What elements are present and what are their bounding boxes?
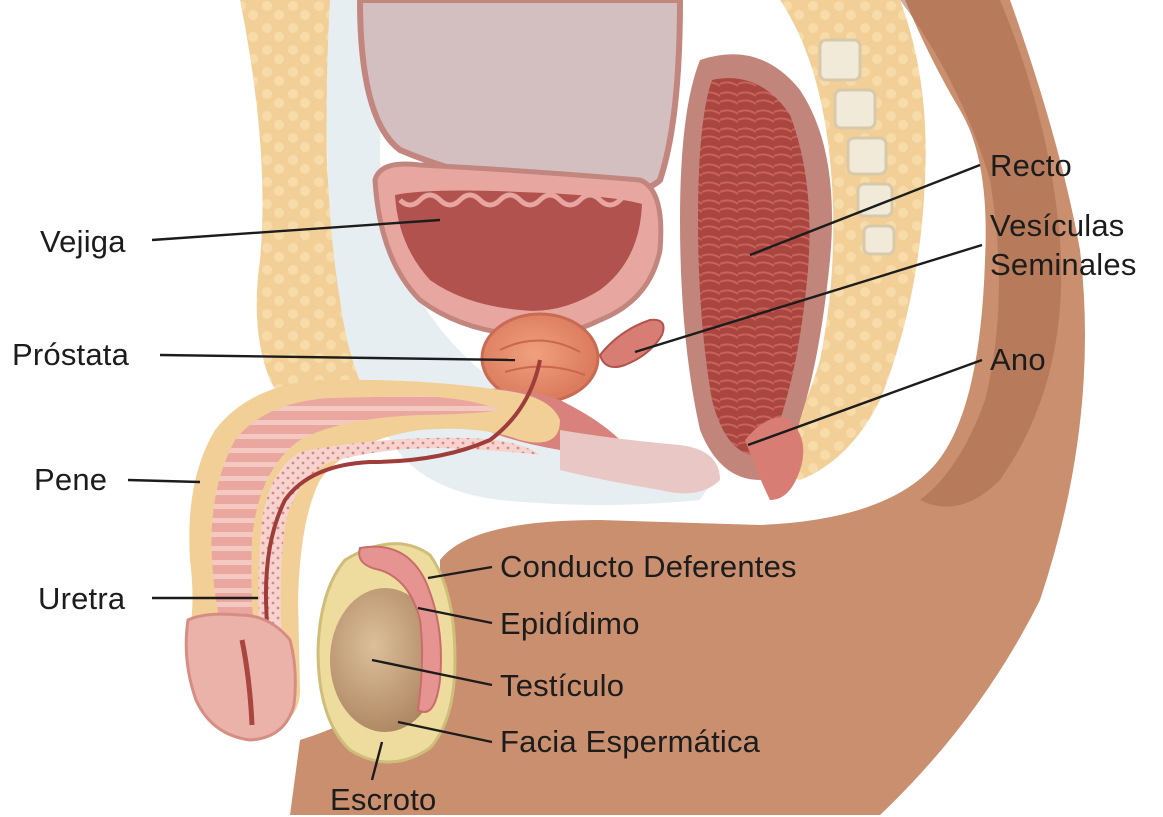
label-facia-espermatica: Facia Espermática [500,726,760,757]
label-epididimo: Epidídimo [500,608,640,639]
label-seminales: Seminales [990,249,1137,280]
label-pene: Pene [34,464,107,495]
label-ano: Ano [990,344,1046,375]
label-testiculo: Testículo [500,670,624,701]
label-vesiculas: Vesículas [990,210,1125,241]
label-recto: Recto [990,150,1072,181]
label-prostata: Próstata [12,339,129,370]
label-escroto: Escroto [330,784,437,815]
label-vejiga: Vejiga [40,226,126,257]
glans [186,614,295,740]
seminal-vesicles [600,320,664,367]
label-conducto-deferentes: Conducto Deferentes [500,551,797,582]
label-uretra: Uretra [38,583,125,614]
